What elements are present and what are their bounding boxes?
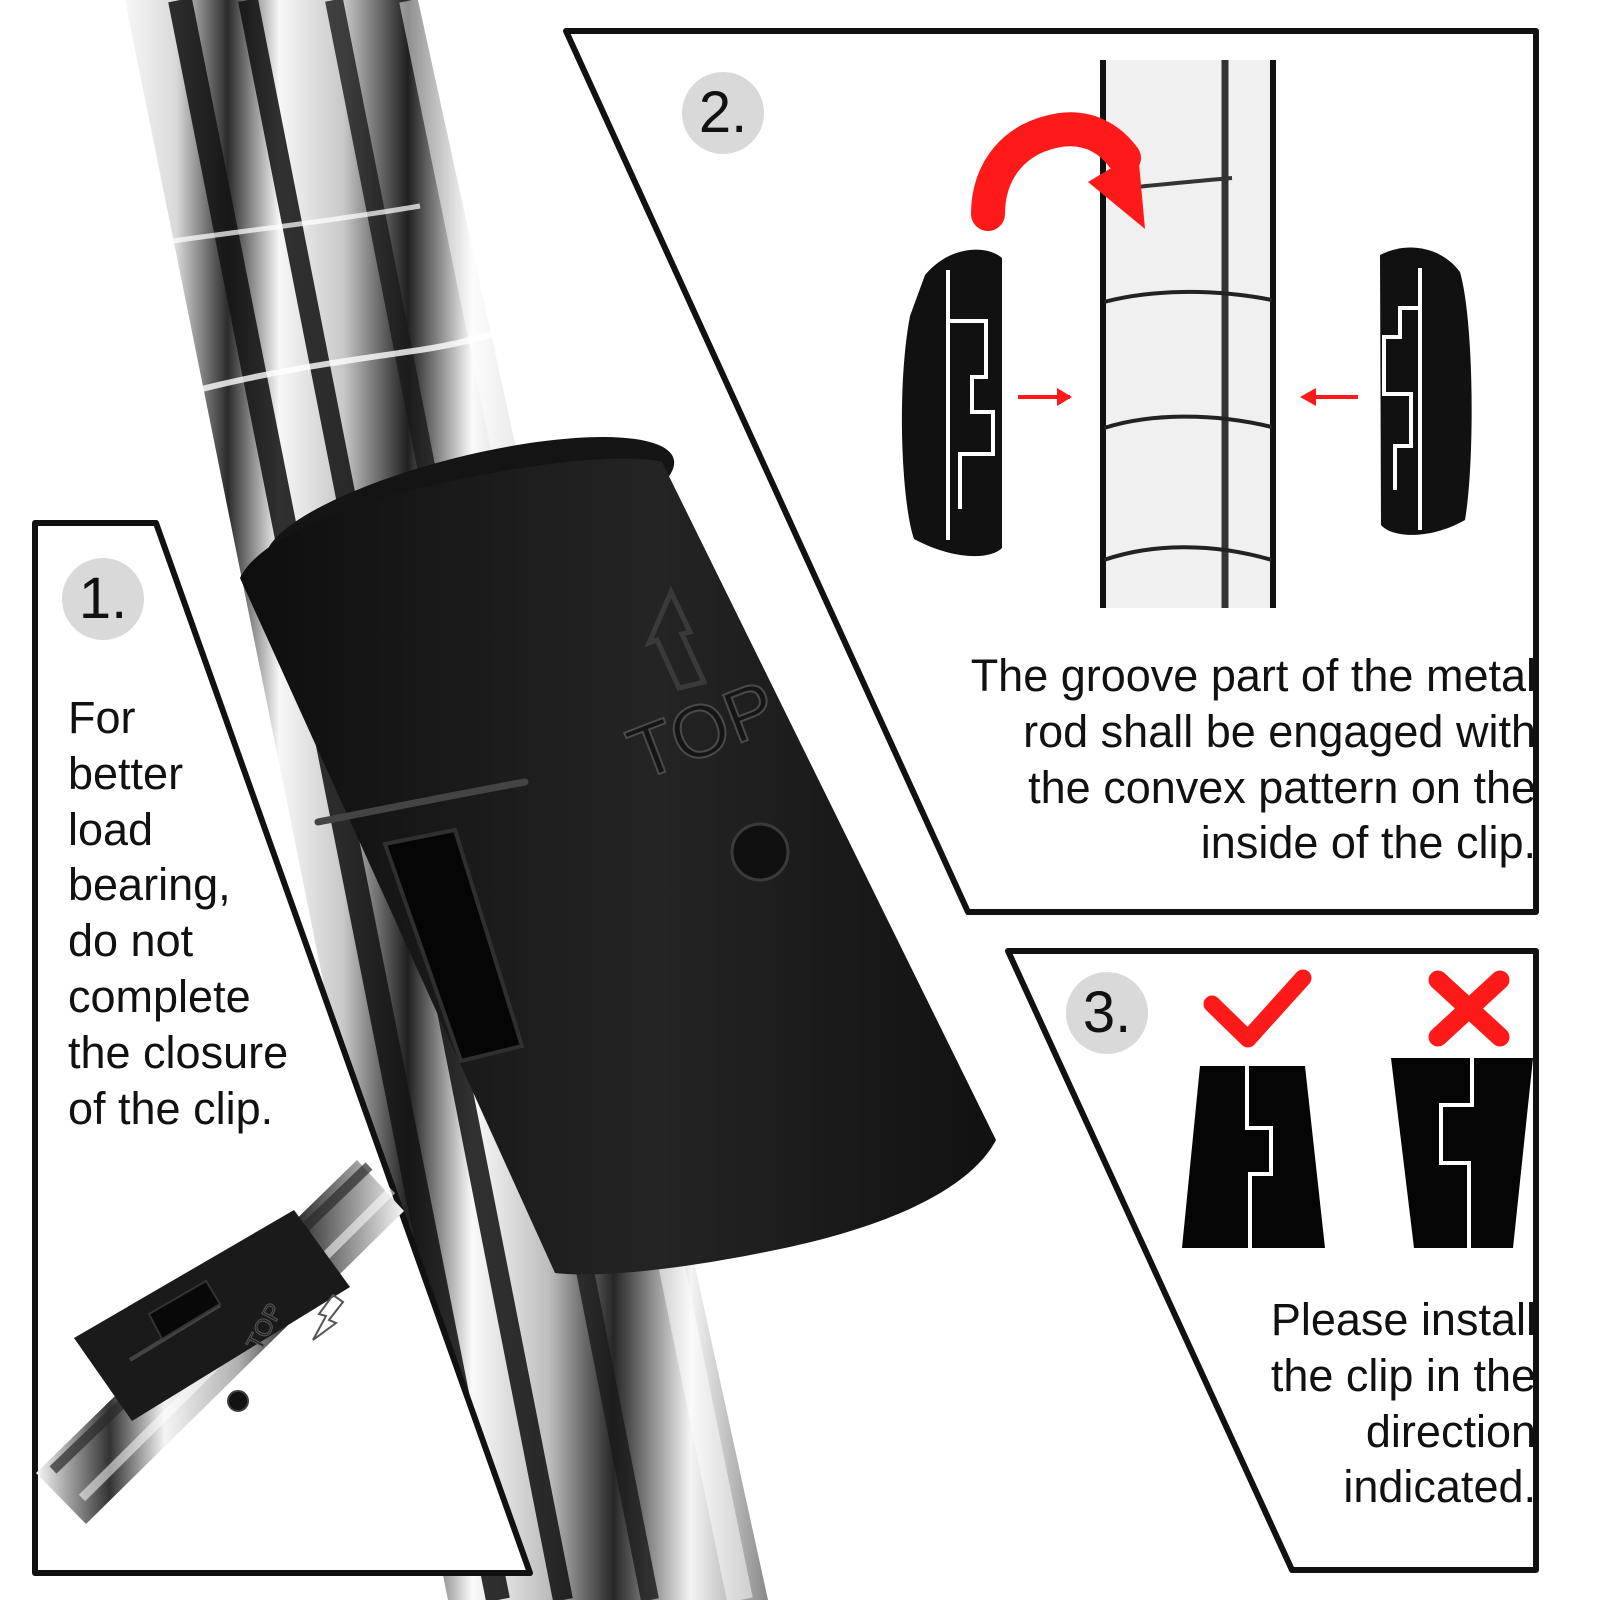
step-2-rod-groove-2 bbox=[1103, 414, 1273, 430]
main-rod-groove-3 bbox=[111, 203, 421, 253]
right-red-arrow-head bbox=[1300, 388, 1316, 406]
step-2-instruction: The groove part of the metal rod shall b… bbox=[856, 648, 1536, 871]
step-2-line-2: rod shall be engaged with bbox=[1023, 705, 1536, 757]
panel-step-2-outline bbox=[563, 28, 1539, 915]
mini-clip-body bbox=[74, 1210, 350, 1421]
correct-clip-groove bbox=[1245, 1066, 1273, 1248]
step-2-line-1: The groove part of the metal bbox=[970, 650, 1536, 701]
step-1-line-8: of the clip. bbox=[68, 1082, 274, 1134]
up-arrow-icon bbox=[644, 585, 708, 691]
panel-step-3 bbox=[1005, 948, 1539, 1573]
left-clip-notch bbox=[948, 319, 995, 509]
step-2-line-3: the convex pattern on the bbox=[1028, 761, 1536, 813]
step-1-line-2: better bbox=[68, 747, 184, 799]
left-clip-shape bbox=[901, 249, 1002, 557]
step-1-badge: 1. bbox=[62, 558, 144, 640]
clip-dot-icon bbox=[730, 822, 790, 882]
step-1-line-6: complete bbox=[68, 970, 251, 1022]
step-2-rod-groove-3 bbox=[1103, 545, 1273, 562]
wrong-clip-groove bbox=[1439, 1058, 1474, 1248]
step-3-line-3: direction bbox=[1365, 1405, 1536, 1457]
wrong-direction-diagram bbox=[1391, 1058, 1533, 1248]
red-curved-arrow-head bbox=[1088, 152, 1145, 229]
step-2-line-4: inside of the clip. bbox=[1200, 817, 1536, 869]
main-rod-groove-1 bbox=[167, 297, 574, 401]
right-clip-illustration bbox=[1380, 247, 1472, 535]
mini-clip: TOP bbox=[74, 1210, 350, 1421]
right-clip-notch bbox=[1382, 306, 1420, 490]
mini-clip-slot bbox=[147, 1279, 222, 1341]
step-3-badge: 3. bbox=[1066, 972, 1148, 1054]
wrong-clip-shape bbox=[1391, 1058, 1533, 1248]
main-clip: TOP bbox=[240, 437, 996, 1275]
right-clip-shape bbox=[1380, 247, 1472, 535]
left-clip-illustration bbox=[901, 249, 1002, 557]
step-1-instruction: For better load bearing, do not complete… bbox=[68, 690, 358, 1136]
x-icon bbox=[1428, 970, 1510, 1047]
main-clip-slot bbox=[382, 827, 525, 1064]
step-1-line-1: For bbox=[68, 692, 136, 743]
red-curved-arrow-shaft bbox=[971, 112, 1141, 231]
step-3-line-2: the clip in the bbox=[1270, 1349, 1536, 1401]
main-clip-seam bbox=[314, 778, 529, 826]
panel-step-1: TOP bbox=[32, 520, 533, 1576]
x-shape bbox=[1428, 970, 1510, 1047]
left-red-arrow-head bbox=[1057, 388, 1072, 406]
panel-step-2 bbox=[563, 28, 1539, 915]
step-1-line-7: the closure bbox=[68, 1026, 289, 1078]
mini-clip-dot-icon bbox=[227, 1390, 249, 1412]
red-arrow-icon bbox=[971, 112, 1145, 231]
correct-direction-diagram bbox=[1182, 1066, 1325, 1248]
inward-arrows bbox=[1018, 388, 1358, 406]
step-3-instruction: Please install the clip in the direction… bbox=[1116, 1292, 1536, 1515]
main-clip-body bbox=[240, 458, 996, 1275]
checkmark-shape bbox=[1203, 969, 1312, 1048]
step-3-line-1: Please install bbox=[1270, 1294, 1536, 1345]
step-2-rod-groove-1 bbox=[1103, 289, 1273, 304]
mini-up-arrow-icon bbox=[312, 1293, 345, 1341]
step-1-line-4: bearing, bbox=[68, 859, 231, 911]
step-2-badge: 2. bbox=[682, 72, 764, 154]
step-1-line-5: do not bbox=[68, 915, 194, 967]
correct-clip-shape bbox=[1182, 1066, 1325, 1248]
step-1-line-3: load bbox=[68, 803, 154, 855]
checkmark-icon bbox=[1203, 969, 1312, 1048]
step-3-line-4: indicated. bbox=[1343, 1461, 1536, 1513]
